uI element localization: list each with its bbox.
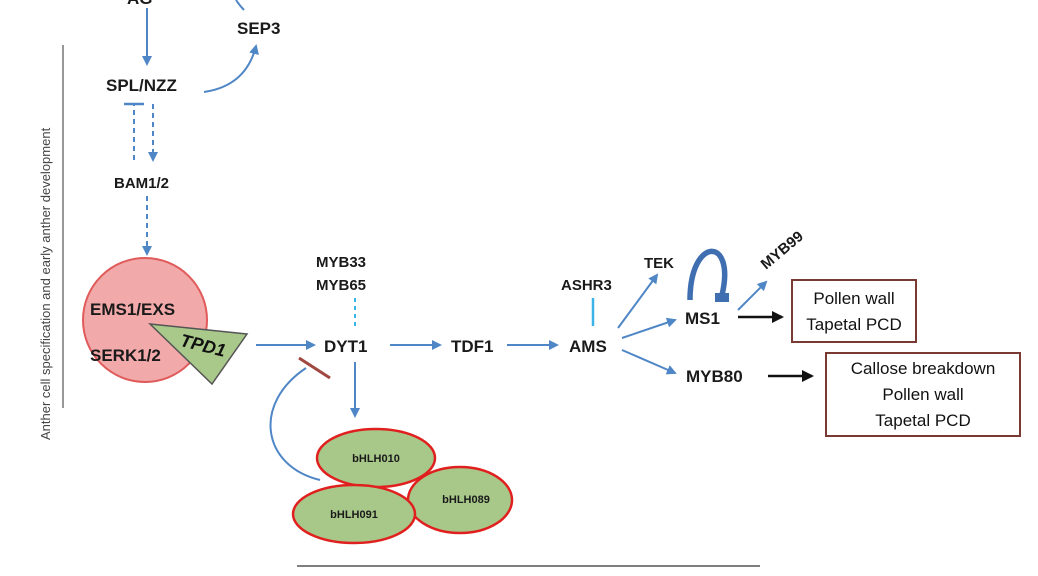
- node-ashr3: ASHR3: [561, 277, 612, 294]
- node-myb99: MYB99: [758, 228, 807, 273]
- inhibit-bar-dyt1: [298, 356, 331, 380]
- node-myb65: MYB65: [316, 277, 366, 294]
- node-myb33: MYB33: [316, 254, 366, 271]
- edge-ams-to-ms1: [621, 317, 677, 339]
- node-serk12: SERK1/2: [90, 346, 161, 365]
- node-bhlh010: bHLH010: [352, 453, 400, 465]
- myb80-output-box: [825, 352, 1021, 437]
- edge-ams-to-tek: [617, 273, 659, 329]
- edge-bhlh-feedback: [269, 367, 321, 481]
- edge-top-to-sep3: [235, 0, 245, 11]
- myb80-box-line-3: Tapetal PCD: [875, 411, 970, 430]
- ms1-box-line-2: Tapetal PCD: [806, 315, 901, 334]
- myb80-box-line-2: Pollen wall: [882, 385, 963, 404]
- node-bam12: BAM1/2: [114, 175, 169, 192]
- ms1-box-line-1: Pollen wall: [813, 289, 894, 308]
- edge-splnzz-to-sep3: [203, 44, 259, 93]
- node-spl-nzz: SPL/NZZ: [106, 76, 177, 95]
- edge-ams-to-myb80: [621, 349, 677, 375]
- node-ems1-exs: EMS1/EXS: [90, 300, 175, 319]
- tpd1-wedge: [147, 323, 249, 386]
- node-ms1: MS1: [685, 309, 720, 328]
- side-label: Anther cell specification and early anth…: [38, 127, 53, 440]
- node-tek: TEK: [644, 255, 674, 272]
- edge-ms1-to-myb99: [737, 280, 768, 311]
- ms1-output-box: [791, 279, 917, 343]
- bhlh091-ellipse: [291, 483, 417, 545]
- receptor-circle: [82, 257, 208, 383]
- myb80-box-line-1: Callose breakdown: [851, 359, 996, 378]
- node-bhlh091: bHLH091: [330, 509, 378, 521]
- node-tdf1: TDF1: [451, 337, 494, 356]
- node-ams: AMS: [569, 337, 607, 356]
- ms1-self-regulation-arc: [687, 248, 728, 301]
- node-sep3: SEP3: [237, 19, 280, 38]
- ms1-arc-endcap: [715, 293, 729, 302]
- node-bhlh089: bHLH089: [442, 494, 490, 506]
- node-myb80: MYB80: [686, 367, 743, 386]
- node-dyt1: DYT1: [324, 337, 367, 356]
- node-ag-partial: AG: [127, 0, 153, 8]
